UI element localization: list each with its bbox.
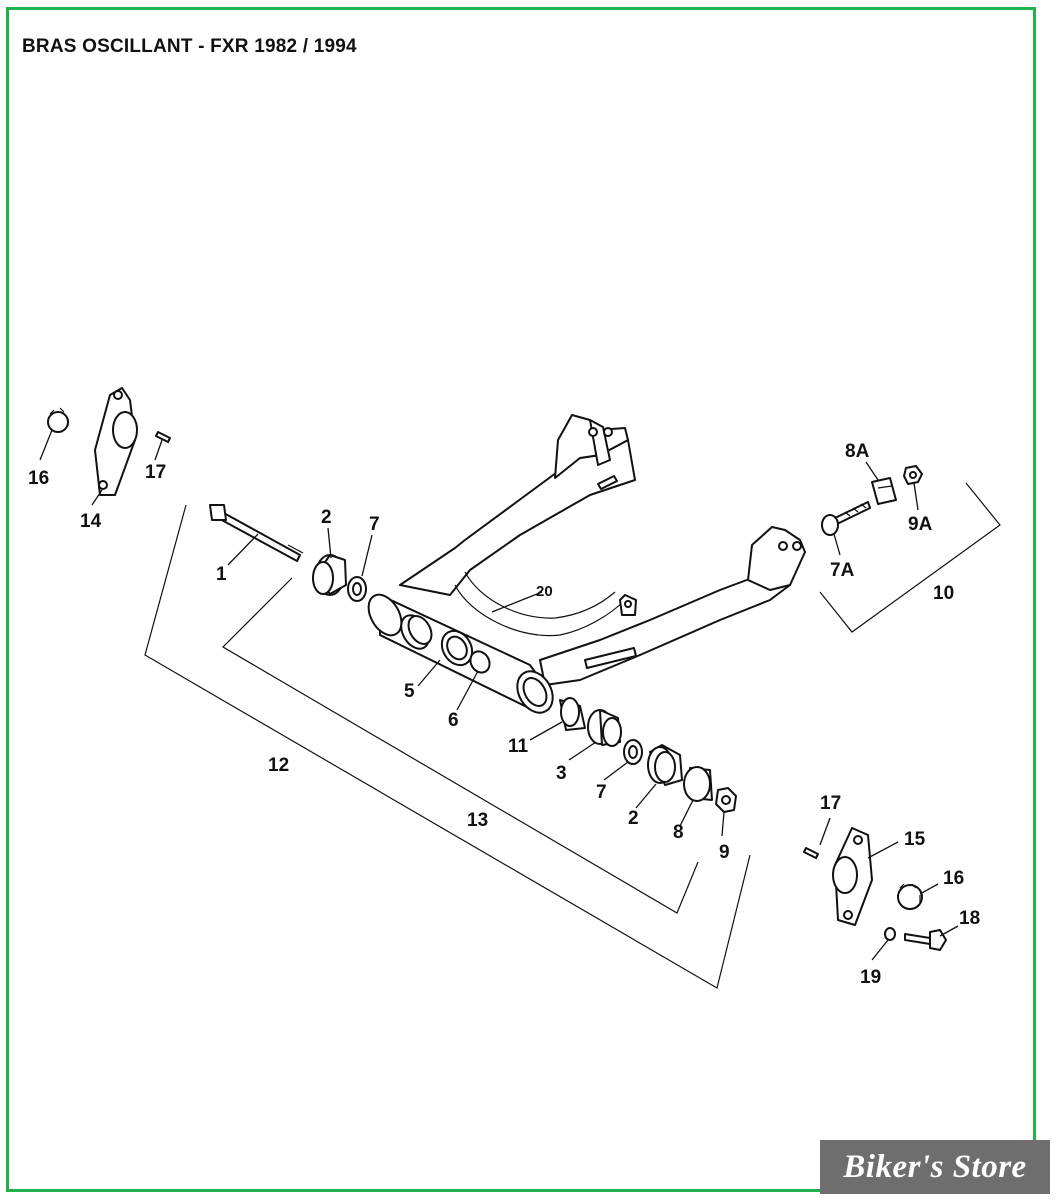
label-13: 13 (467, 810, 488, 831)
label-1: 1 (216, 564, 227, 585)
pin-17-lower (803, 847, 819, 859)
bolt-18 (904, 929, 947, 951)
plate-14 (94, 387, 138, 496)
washer-lower (623, 739, 643, 765)
washer-19 (884, 927, 896, 941)
bearing-lower-2 (647, 744, 683, 786)
label-15: 15 (904, 829, 926, 850)
label-10: 10 (933, 583, 954, 604)
label-3: 3 (556, 763, 567, 784)
leader-lines (39, 429, 959, 961)
washer-upper (347, 576, 367, 602)
label-19: 19 (860, 967, 881, 988)
bushing-11 (559, 697, 586, 731)
label-6: 6 (448, 710, 459, 731)
label-7A: 7A (830, 560, 855, 581)
pin-17-upper (155, 431, 171, 443)
label-16-lower: 16 (943, 868, 964, 889)
store-watermark: Biker's Store (820, 1140, 1050, 1194)
pivot-shaft (209, 504, 304, 562)
label-7-upper: 7 (369, 514, 380, 535)
spacer-8 (683, 766, 713, 802)
label-16-upper: 16 (28, 468, 49, 489)
nut-9 (715, 787, 737, 813)
label-8A: 8A (845, 441, 870, 462)
label-2-lower: 2 (628, 808, 639, 829)
label-17-upper: 17 (145, 462, 166, 483)
bracket-12 (144, 504, 751, 989)
label-2-upper: 2 (321, 507, 332, 528)
bracket-10 (819, 482, 1001, 633)
cap-16-lower (897, 883, 923, 910)
plate-15 (832, 827, 873, 926)
cap-16-upper (47, 407, 69, 433)
clamp-8A (871, 477, 897, 505)
label-7-lower: 7 (596, 782, 607, 803)
nut-9A (903, 465, 923, 485)
label-17-lower: 17 (820, 793, 841, 814)
store-watermark-text: Biker's Store (843, 1148, 1027, 1185)
label-12: 12 (268, 755, 289, 776)
bracket-13 (222, 577, 699, 914)
diagram-frame (6, 7, 1036, 1192)
bearing-upper (312, 554, 347, 596)
label-14: 14 (80, 511, 102, 532)
label-5: 5 (404, 681, 415, 702)
label-9A: 9A (908, 514, 933, 535)
label-9: 9 (719, 842, 730, 863)
bolt-7A (821, 501, 871, 536)
label-8: 8 (673, 822, 684, 843)
page-title: BRAS OSCILLANT - FXR 1982 / 1994 (22, 36, 357, 57)
label-20: 20 (536, 583, 553, 600)
swingarm (367, 414, 806, 714)
bearing-3 (587, 709, 622, 747)
label-18: 18 (959, 908, 980, 929)
label-11: 11 (508, 736, 529, 757)
part-labels: 1 2 7 20 5 6 11 3 7 2 8 9 12 13 16 17 14… (28, 441, 980, 988)
